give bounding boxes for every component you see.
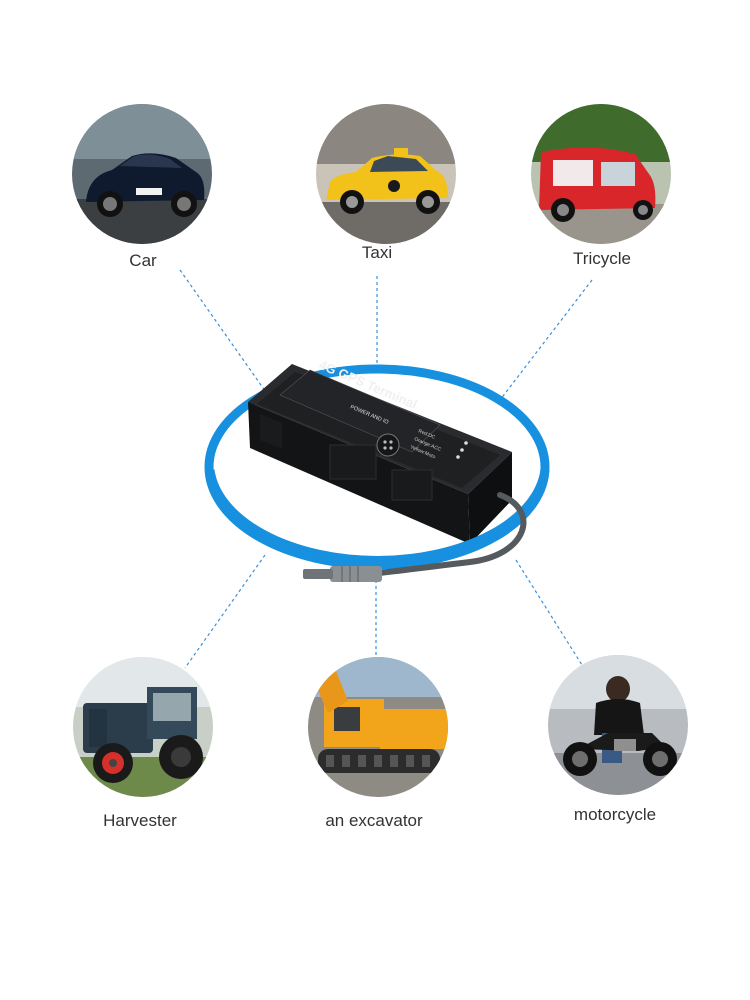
tricycle-connector-line [499,279,593,401]
car-label: Car [129,251,157,270]
taxi-label: Taxi [361,243,393,262]
harvester-label: Harvester [103,811,177,830]
car-connector-line [179,269,269,396]
excavator-label: an excavator [325,811,423,830]
cable-connector-plug [303,566,382,582]
motorcycle-photo [548,655,688,795]
tricycle-photo [531,104,671,244]
excavator-photo [308,657,448,797]
taxi-photo [316,104,456,244]
blue-ring-back [204,364,550,570]
gps-device-body: 4G GPS Terminal POWER AND IO Red:DC Oran… [248,357,512,544]
device-cable [367,492,527,577]
car-photo [72,104,212,244]
harvester-connector-line [184,554,266,669]
tricycle-label: Tricycle [573,249,631,268]
tractor-photo [73,657,213,797]
motorcycle-connector-line [515,559,583,666]
motorcycle-label: motorcycle [573,805,657,824]
